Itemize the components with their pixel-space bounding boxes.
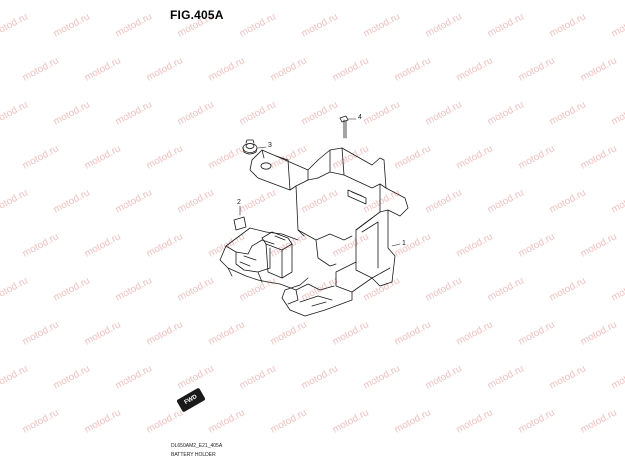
holder-left-arm xyxy=(249,149,353,267)
battery-holder-part[interactable] xyxy=(281,147,409,317)
figure-code: DL650AM2_E21_405A xyxy=(171,443,223,449)
part-3-nut[interactable] xyxy=(242,139,267,155)
holder-lower-tray xyxy=(219,227,335,307)
callout-2: 2 xyxy=(237,199,241,206)
figure-caption: BATTERY HOLDER xyxy=(171,452,216,458)
callout-3: 3 xyxy=(268,142,272,149)
callout-1-leader xyxy=(391,243,401,247)
callout-1: 1 xyxy=(402,240,406,247)
figure-title: FIG.405A xyxy=(170,8,224,22)
callout-4: 4 xyxy=(358,114,362,121)
part-2-pad[interactable] xyxy=(233,205,247,231)
part-4-screw[interactable] xyxy=(339,115,357,139)
